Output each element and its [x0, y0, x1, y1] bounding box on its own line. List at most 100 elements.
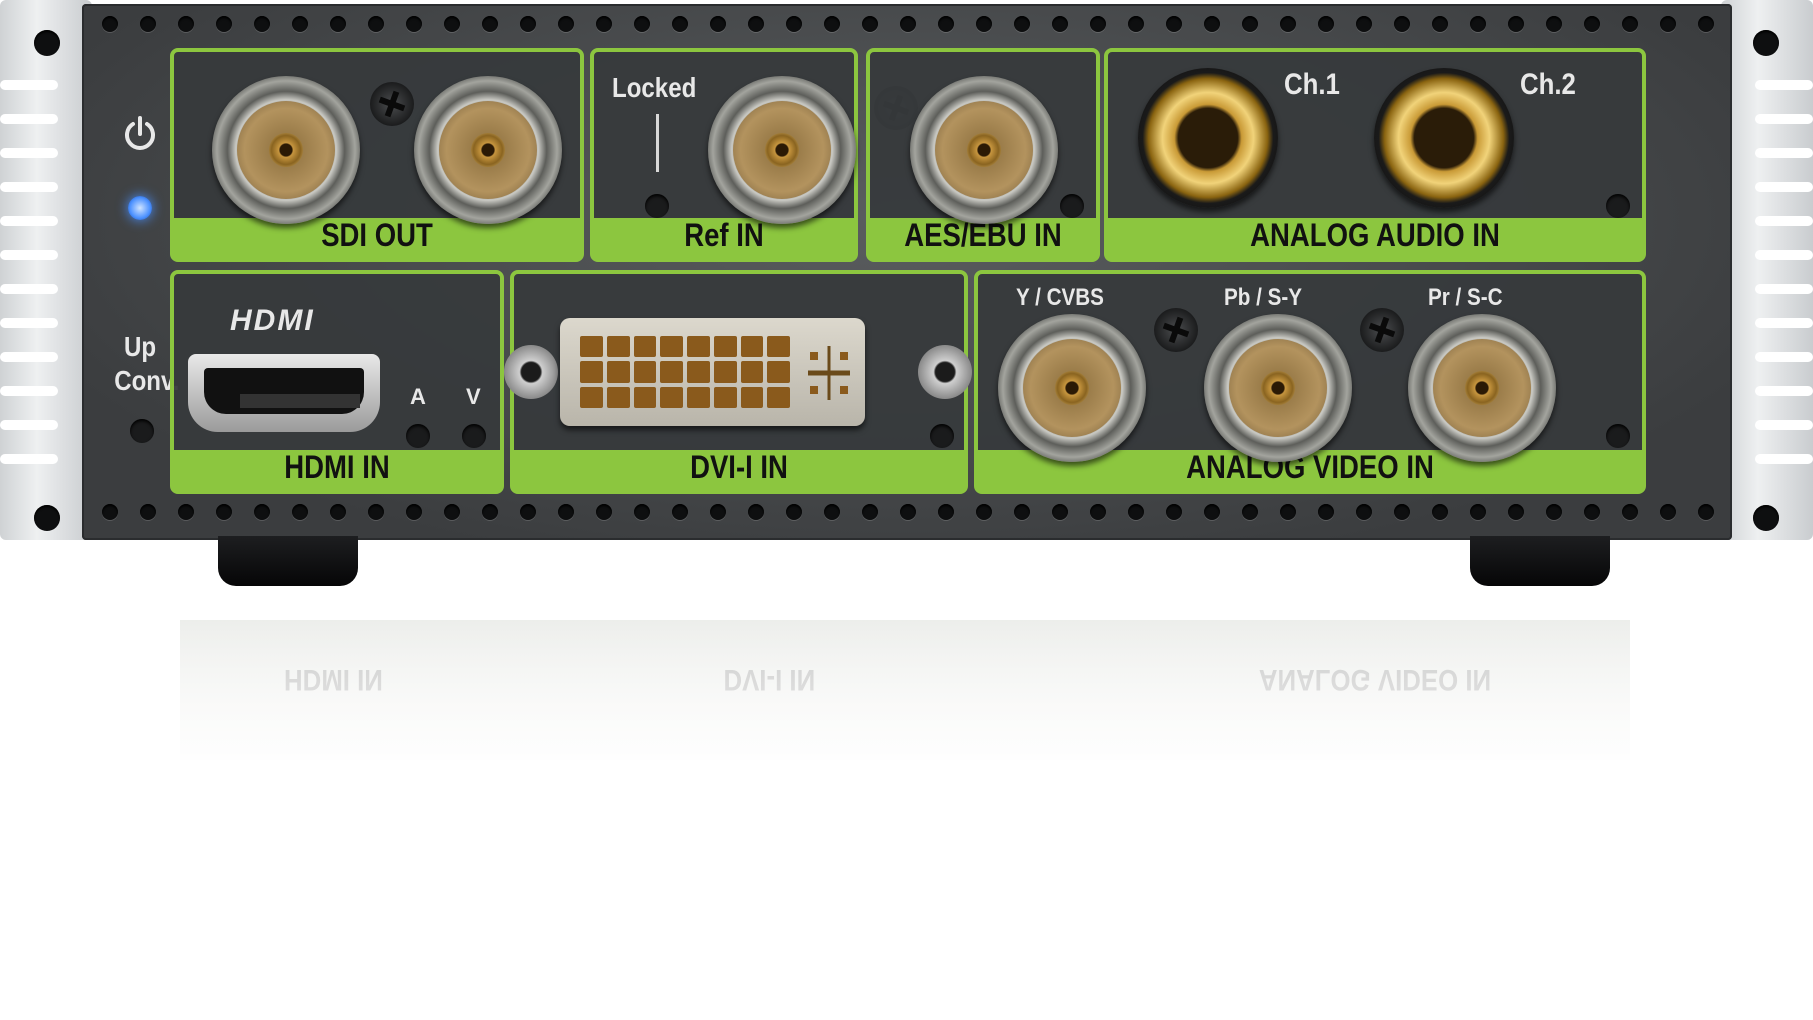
vent-hole [1242, 16, 1258, 32]
vent-hole [1280, 504, 1296, 520]
analog-video-in-label: ANALOG VIDEO IN [1186, 449, 1434, 485]
heat-sink-fin [1755, 318, 1813, 328]
vent-hole [672, 16, 688, 32]
vent-hole [1660, 16, 1676, 32]
vent-hole [368, 504, 384, 520]
vent-hole [330, 16, 346, 32]
heat-sink-fin [1755, 250, 1813, 260]
audio-ch1-connector[interactable] [1138, 68, 1278, 208]
dvi-pin [687, 361, 710, 383]
vent-hole [824, 16, 840, 32]
vent-hole [368, 16, 384, 32]
hdmi-port[interactable] [188, 354, 380, 432]
heat-sink-fin [0, 284, 58, 294]
vent-hole [1508, 16, 1524, 32]
vent-hole [482, 504, 498, 520]
y-cvbs-connector[interactable] [998, 314, 1146, 462]
pr-sc-connector[interactable] [1408, 314, 1556, 462]
conv-text: Conv. [114, 365, 180, 396]
converter-device: Up Conv. SDI OUT Ref IN Locked [0, 0, 1813, 600]
rubber-foot-right [1470, 536, 1610, 586]
aes-ebu-in-label-bar [870, 218, 1096, 258]
heat-sink-fin [0, 420, 58, 430]
vent-hole [1052, 16, 1068, 32]
vent-hole [330, 504, 346, 520]
reflection-fade [0, 600, 1813, 1020]
vent-hole [862, 16, 878, 32]
vent-hole [900, 16, 916, 32]
vent-hole [596, 504, 612, 520]
vent-hole [1546, 16, 1562, 32]
mounting-hole [34, 505, 60, 531]
sdi-out-label-bar [174, 218, 580, 258]
vent-hole [938, 16, 954, 32]
vent-hole [140, 16, 156, 32]
dvi-thumbscrew-left[interactable] [504, 345, 558, 399]
analog-audio-in-panel: ANALOG AUDIO IN Ch.1 Ch.2 [1104, 48, 1646, 262]
vent-hole [406, 16, 422, 32]
vent-hole [558, 16, 574, 32]
vent-hole [786, 16, 802, 32]
power-led [128, 196, 152, 220]
dvi-i-in-label: DVI-I IN [690, 449, 788, 485]
aes-ebu-in-panel: AES/EBU IN [866, 48, 1100, 262]
vent-hole [1622, 16, 1638, 32]
ch2-label: Ch.2 [1520, 68, 1576, 101]
dvi-thumbscrew-right[interactable] [918, 345, 972, 399]
hdmi-in-label: HDMI IN [284, 449, 390, 485]
hdmi-a-led [406, 424, 430, 448]
ref-in-connector[interactable] [708, 76, 856, 224]
audio-led [1606, 194, 1630, 218]
dvi-pin [660, 336, 683, 358]
sdi-out-1-connector[interactable] [212, 76, 360, 224]
vent-hole [292, 504, 308, 520]
dvi-pin [713, 386, 737, 408]
heat-sink-fin [0, 352, 58, 362]
vent-hole [216, 16, 232, 32]
vent-hole [1242, 504, 1258, 520]
up-conv-led [130, 419, 154, 443]
vent-hole [938, 504, 954, 520]
heat-sink-fin [0, 386, 58, 396]
dvi-pin [580, 361, 603, 383]
mounting-hole [1753, 505, 1779, 531]
locked-indicator-line [656, 114, 659, 172]
hdmi-v-label: V [466, 384, 481, 409]
vent-hole [1394, 16, 1410, 32]
ch1-label: Ch.1 [1284, 68, 1340, 101]
vent-hole [444, 504, 460, 520]
vent-hole [596, 16, 612, 32]
connector-pin [1055, 371, 1089, 405]
heat-sink-fin [1755, 148, 1813, 158]
pb-sy-connector[interactable] [1204, 314, 1352, 462]
sdi-out-2-connector[interactable] [414, 76, 562, 224]
hdmi-tongue [240, 394, 360, 408]
heat-sink-fin [1755, 114, 1813, 124]
vent-hole [1470, 504, 1486, 520]
vent-hole [292, 16, 308, 32]
heat-sink-fin [1755, 386, 1813, 396]
vent-hole [824, 504, 840, 520]
dvi-pin [606, 386, 630, 408]
vent-hole [444, 16, 460, 32]
locked-led [645, 194, 669, 218]
vent-hole [178, 16, 194, 32]
dvi-i-port[interactable] [560, 318, 865, 426]
panel-screw [370, 82, 414, 126]
heat-sink-fin [1755, 182, 1813, 192]
dvi-pin [633, 336, 657, 358]
vent-hole [254, 504, 270, 520]
heat-sink-fin [0, 80, 58, 90]
audio-ch2-connector[interactable] [1374, 68, 1514, 208]
vent-hole [1318, 16, 1334, 32]
heat-sink-fin [0, 114, 58, 124]
mounting-hole [1753, 30, 1779, 56]
heat-sink-fin [0, 182, 58, 192]
locked-label: Locked [612, 72, 697, 103]
aes-ebu-in-connector[interactable] [910, 76, 1058, 224]
dvi-pin-grid [580, 336, 790, 408]
vent-hole [1204, 504, 1220, 520]
analog-video-in-panel: ANALOG VIDEO IN Y / CVBS Pb / S-Y Pr / S… [974, 270, 1646, 494]
heat-sink-fin [0, 454, 58, 464]
